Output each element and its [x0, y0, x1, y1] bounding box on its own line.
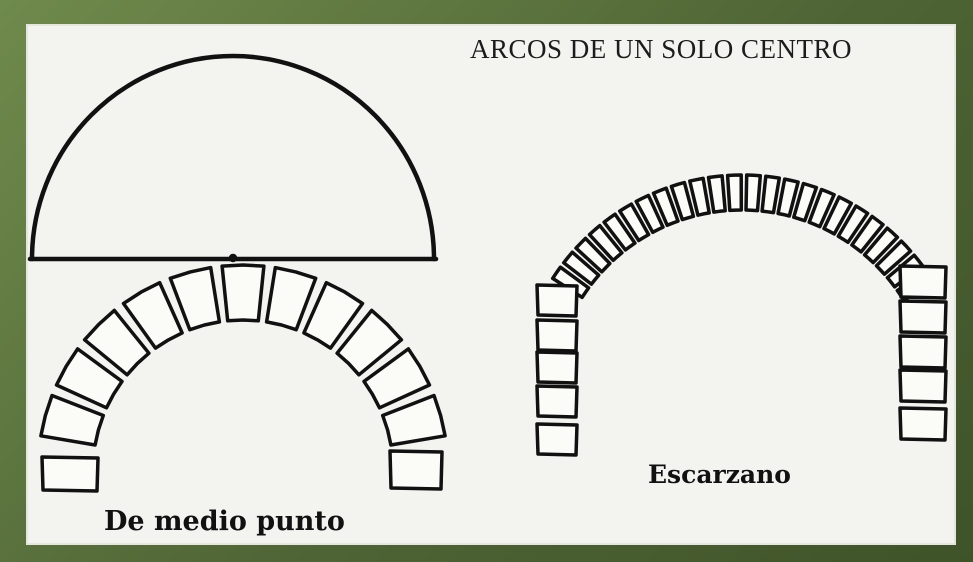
escarzano-arch	[550, 173, 936, 302]
medio-voussoir	[121, 280, 184, 350]
escarzano-voussoir	[602, 212, 637, 252]
escarzano-voussoir	[822, 195, 854, 236]
escarzano-voussoir	[776, 177, 800, 218]
escarzano-jamb-stone-right	[898, 368, 948, 404]
escarzano-voussoir	[725, 173, 744, 213]
escarzano-voussoir	[744, 173, 763, 213]
escarzano-jamb-stone-left	[535, 318, 579, 353]
escarzano-voussoir	[706, 174, 727, 214]
medio-voussoir	[39, 393, 106, 447]
escarzano-voussoir	[807, 187, 836, 229]
medio-voussoir	[302, 280, 365, 350]
escarzano-jamb-stone-right	[898, 406, 948, 442]
escarzano-voussoir	[634, 193, 665, 235]
escarzano-jamb-stone-left	[535, 283, 579, 318]
escarzano-voussoir	[836, 204, 870, 245]
escarzano-jamb-stone-right	[898, 299, 948, 335]
escarzano-jamb-stone-right	[898, 334, 948, 370]
medio-punto-label: De medio punto	[104, 506, 345, 537]
escarzano-voussoir	[561, 250, 601, 286]
escarzano-jamb-stone-left	[535, 422, 579, 457]
medio-voussoir	[264, 265, 318, 332]
semicircle-figure	[27, 53, 439, 263]
escarzano-voussoir	[862, 226, 900, 265]
escarzano-voussoir	[669, 180, 696, 222]
escarzano-voussoir	[574, 236, 612, 274]
escarzano-voussoir	[850, 214, 885, 254]
escarzano-voussoir	[688, 176, 711, 217]
escarzano-voussoir	[617, 202, 651, 243]
medio-voussoir	[168, 265, 222, 332]
escarzano-voussoir	[550, 265, 591, 300]
medio-springer-left	[40, 455, 100, 493]
medio-springer-right	[388, 449, 444, 491]
escarzano-jamb-stone-left	[535, 384, 579, 419]
escarzano-voussoir	[760, 174, 782, 215]
semicircle-center-point	[228, 253, 238, 263]
escarzano-voussoir	[792, 181, 819, 223]
medio-voussoir	[54, 347, 124, 410]
escarzano-jamb-stone-left	[535, 350, 579, 385]
escarzano-jambs	[535, 264, 948, 457]
medio-voussoir	[335, 308, 404, 377]
escarzano-voussoir	[874, 239, 913, 276]
medio-voussoir	[220, 263, 266, 323]
medio-punto-arch	[39, 263, 447, 493]
diagram-title: ARCOS DE UN SOLO CENTRO	[470, 34, 853, 64]
escarzano-voussoir	[587, 223, 624, 263]
escarzano-voussoir	[651, 186, 680, 228]
escarzano-jamb-stone-right	[898, 264, 948, 300]
medio-voussoir	[362, 347, 432, 410]
semicircle-arc	[29, 53, 437, 262]
medio-voussoir	[380, 393, 447, 447]
medio-voussoir	[82, 308, 151, 377]
escarzano-label: Escarzano	[648, 460, 791, 489]
